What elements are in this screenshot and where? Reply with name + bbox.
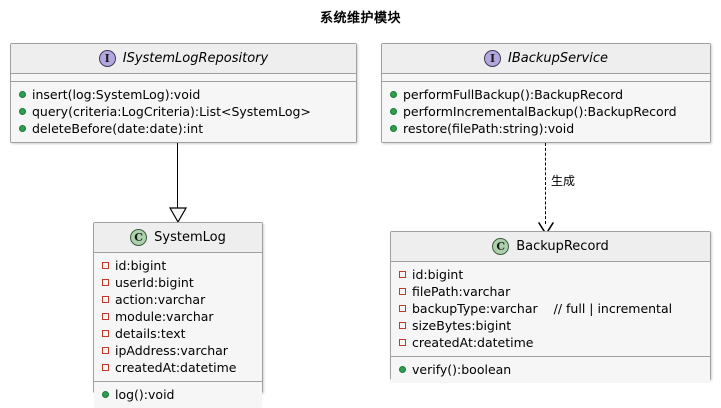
node-systemlog[interactable]: C SystemLog id:bigint userId:bigint acti… — [93, 222, 263, 408]
method-row[interactable]: verify():boolean — [391, 361, 710, 378]
attribute-row[interactable]: filePath:varchar — [391, 283, 710, 300]
attribute-row[interactable]: module:varchar — [94, 308, 262, 325]
attribute-signature: ipAddress:varchar — [115, 343, 228, 358]
attribute-signature: createdAt:datetime — [412, 335, 534, 350]
private-marker-icon — [399, 339, 406, 346]
method-signature: performIncrementalBackup():BackupRecord — [403, 104, 677, 119]
method-row[interactable]: restore(filePath:string):void — [382, 120, 710, 137]
interface-icon: I — [484, 50, 502, 67]
node-header: I IBackupService — [382, 44, 710, 74]
public-marker-icon — [19, 91, 26, 98]
attribute-signature: backupType:varchar — [412, 301, 538, 316]
attribute-comment: // full | incremental — [553, 301, 673, 316]
method-signature: verify():boolean — [412, 362, 512, 377]
attribute-row[interactable]: userId:bigint — [94, 274, 262, 291]
diagram-title: 系统维护模块 — [319, 11, 401, 26]
method-row[interactable]: log():void — [94, 386, 262, 403]
private-marker-icon — [102, 347, 109, 354]
private-marker-icon — [399, 271, 406, 278]
node-title: BackupRecord — [516, 239, 609, 254]
attribute-signature: id:bigint — [412, 267, 464, 282]
hollow-triangle-arrowhead-icon — [168, 207, 188, 223]
attribute-signature: details:text — [115, 326, 186, 341]
private-marker-icon — [399, 288, 406, 295]
attributes-compartment: id:bigint userId:bigint action:varchar m… — [94, 253, 262, 381]
public-marker-icon — [102, 391, 109, 398]
attributes-compartment — [382, 74, 710, 82]
public-marker-icon — [390, 108, 397, 115]
attribute-signature: userId:bigint — [115, 275, 194, 290]
node-header: C SystemLog — [94, 223, 262, 253]
method-row[interactable]: performFullBackup():BackupRecord — [382, 86, 710, 103]
edge-label-generates: 生成 — [551, 174, 576, 188]
attribute-signature: sizeBytes:bigint — [412, 318, 512, 333]
public-marker-icon — [19, 108, 26, 115]
private-marker-icon — [102, 279, 109, 286]
method-row[interactable]: deleteBefore(date:date):int — [11, 120, 356, 137]
methods-compartment: verify():boolean — [391, 356, 710, 383]
attributes-compartment: id:bigint filePath:varchar backupType:va… — [391, 262, 710, 356]
private-marker-icon — [102, 296, 109, 303]
node-title: ISystemLogRepository — [122, 51, 269, 66]
attribute-row[interactable]: id:bigint — [391, 266, 710, 283]
method-signature: restore(filePath:string):void — [403, 121, 575, 136]
private-marker-icon — [102, 313, 109, 320]
method-signature: deleteBefore(date:date):int — [32, 121, 204, 136]
method-signature: performFullBackup():BackupRecord — [403, 87, 624, 102]
public-marker-icon — [399, 366, 406, 373]
attribute-signature: createdAt:datetime — [115, 360, 237, 375]
private-marker-icon — [399, 305, 406, 312]
private-marker-icon — [102, 262, 109, 269]
edge-dependency-line — [545, 143, 546, 224]
attribute-row[interactable]: backupType:varchar // full | incremental — [391, 300, 710, 317]
method-signature: insert(log:SystemLog):void — [32, 87, 201, 102]
class-icon: C — [130, 229, 148, 246]
node-header: I ISystemLogRepository — [11, 44, 356, 74]
private-marker-icon — [102, 364, 109, 371]
method-row[interactable]: insert(log:SystemLog):void — [11, 86, 356, 103]
attribute-signature: filePath:varchar — [412, 284, 511, 299]
private-marker-icon — [399, 322, 406, 329]
private-marker-icon — [102, 330, 109, 337]
node-ibackupservice[interactable]: I IBackupService performFullBackup():Bac… — [381, 43, 711, 143]
edge-realization-line — [177, 143, 178, 209]
attributes-compartment — [11, 74, 356, 82]
attribute-row[interactable]: createdAt:datetime — [391, 334, 710, 351]
public-marker-icon — [19, 125, 26, 132]
method-row[interactable]: performIncrementalBackup():BackupRecord — [382, 103, 710, 120]
attribute-signature: id:bigint — [115, 258, 167, 273]
methods-compartment: log():void — [94, 381, 262, 408]
public-marker-icon — [390, 91, 397, 98]
class-icon: C — [492, 238, 510, 255]
method-signature: query(criteria:LogCriteria):List<SystemL… — [32, 104, 311, 119]
attribute-row[interactable]: id:bigint — [94, 257, 262, 274]
attribute-signature: action:varchar — [115, 292, 206, 307]
attribute-row[interactable]: action:varchar — [94, 291, 262, 308]
node-isystemlogrepository[interactable]: I ISystemLogRepository insert(log:System… — [10, 43, 357, 143]
public-marker-icon — [390, 125, 397, 132]
methods-compartment: performFullBackup():BackupRecord perform… — [382, 82, 710, 142]
node-title: IBackupService — [508, 51, 608, 66]
method-signature: log():void — [115, 387, 175, 402]
attribute-row[interactable]: createdAt:datetime — [94, 359, 262, 376]
attribute-row[interactable]: ipAddress:varchar — [94, 342, 262, 359]
attribute-row[interactable]: details:text — [94, 325, 262, 342]
methods-compartment: insert(log:SystemLog):void query(criteri… — [11, 82, 356, 142]
method-row[interactable]: query(criteria:LogCriteria):List<SystemL… — [11, 103, 356, 120]
interface-icon: I — [98, 50, 116, 67]
node-header: C BackupRecord — [391, 232, 710, 262]
node-title: SystemLog — [154, 230, 226, 245]
attribute-signature: module:varchar — [115, 309, 214, 324]
node-backuprecord[interactable]: C BackupRecord id:bigint filePath:varcha… — [390, 231, 711, 383]
attribute-row[interactable]: sizeBytes:bigint — [391, 317, 710, 334]
